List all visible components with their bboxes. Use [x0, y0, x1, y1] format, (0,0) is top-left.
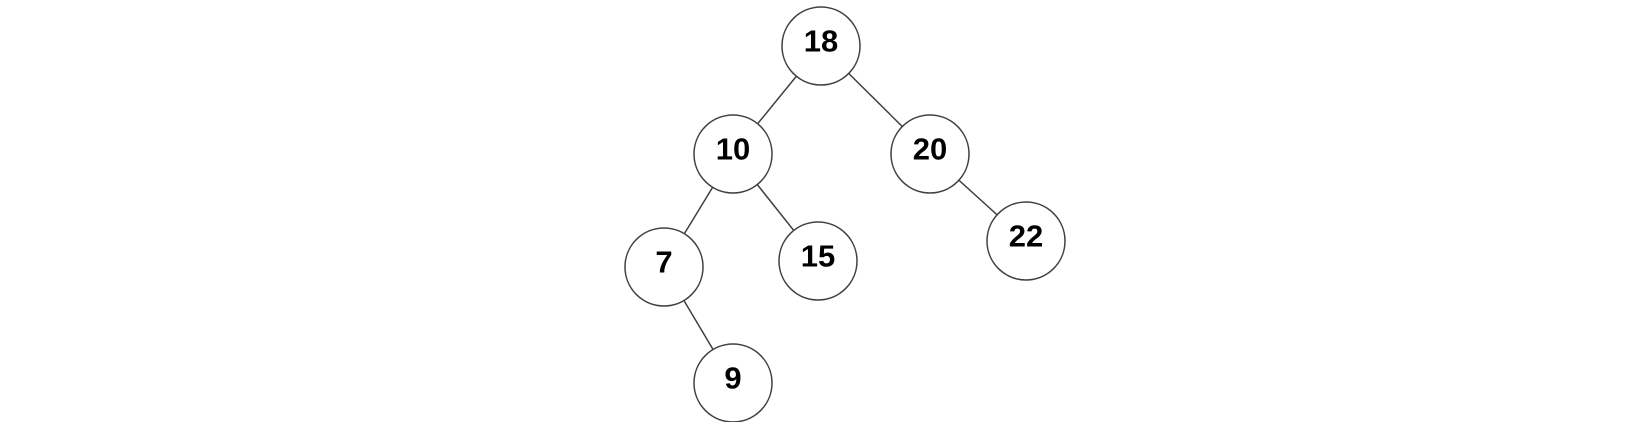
node-circle-18: [781, 6, 861, 86]
node-label-20: 20: [913, 132, 947, 167]
tree-node-22: 22: [986, 201, 1066, 281]
tree-node-7: 7: [624, 227, 704, 307]
node-label-9: 9: [724, 361, 741, 396]
node-label-15: 15: [801, 239, 835, 274]
node-circle-22: [986, 201, 1066, 281]
node-circle-7: [624, 227, 704, 307]
node-circle-20: [890, 114, 970, 194]
node-circle-10: [693, 114, 773, 194]
edge-layer: [663, 45, 1027, 384]
node-label-18: 18: [804, 24, 838, 59]
tree-node-9: 9: [693, 343, 773, 422]
node-circle-15: [778, 221, 858, 301]
node-label-10: 10: [716, 132, 750, 167]
node-label-7: 7: [655, 245, 672, 280]
tree-node-15: 15: [778, 221, 858, 301]
node-label-22: 22: [1009, 219, 1043, 254]
tree-node-18: 18: [781, 6, 861, 86]
node-circle-9: [693, 343, 773, 422]
tree-node-10: 10: [693, 114, 773, 194]
node-layer: 18 10 20 7 15 22 9: [624, 6, 1066, 422]
tree-node-20: 20: [890, 114, 970, 194]
